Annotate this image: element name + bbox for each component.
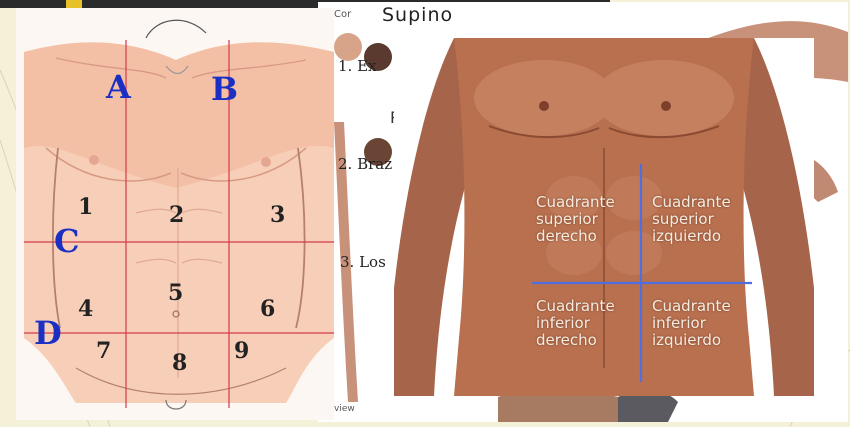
quadrant-label-line: izquierdo: [652, 332, 731, 349]
quadrant-label-line: superior: [652, 211, 731, 228]
quadrant-upper-right: Cuadrante superior derecho: [536, 194, 615, 245]
list-item-3: 3. Los: [340, 253, 386, 271]
slide-title: Supino: [382, 4, 453, 26]
region-number-4: 4: [78, 296, 93, 322]
quadrant-label-line: inferior: [652, 315, 731, 332]
region-number-1: 1: [78, 194, 93, 220]
quadrant-label-line: Cuadrante: [536, 298, 615, 315]
right-abdomen-quadrant-diagram: Cuadrante superior derecho Cuadrante sup…: [394, 38, 814, 396]
quadrant-label-line: inferior: [536, 315, 615, 332]
region-number-6: 6: [260, 296, 275, 322]
region-letter-d: D: [34, 314, 62, 352]
quadrant-label-line: Cuadrante: [536, 194, 615, 211]
quadrant-label-line: Cuadrante: [652, 298, 731, 315]
region-number-7: 7: [96, 338, 111, 364]
region-letter-b: B: [211, 70, 238, 108]
quadrant-label-line: derecho: [536, 332, 615, 349]
quadrant-label-line: Cuadrante: [652, 194, 731, 211]
region-number-8: 8: [172, 350, 187, 376]
quadrant-lower-left: Cuadrante inferior izquierdo: [652, 298, 731, 349]
header-fragment: Cor: [334, 9, 351, 20]
list-item-2: 2. Braz: [338, 155, 392, 173]
bottom-fragment: view: [334, 404, 355, 414]
left-abdomen-region-diagram: A B C D 1 2 3 4 5 6 7 8 9: [16, 8, 334, 420]
quadrant-label-line: derecho: [536, 228, 615, 245]
region-number-2: 2: [169, 202, 184, 228]
region-number-5: 5: [168, 280, 183, 306]
region-letter-a: A: [106, 68, 131, 106]
list-item-1: 1. Ex: [338, 57, 377, 75]
quadrant-upper-left: Cuadrante superior izquierdo: [652, 194, 731, 245]
quadrant-label-line: superior: [536, 211, 615, 228]
quadrant-label-line: izquierdo: [652, 228, 731, 245]
quadrant-lower-right: Cuadrante inferior derecho: [536, 298, 615, 349]
region-number-3: 3: [270, 202, 285, 228]
region-number-9: 9: [234, 338, 249, 364]
region-letter-c: C: [54, 222, 79, 260]
